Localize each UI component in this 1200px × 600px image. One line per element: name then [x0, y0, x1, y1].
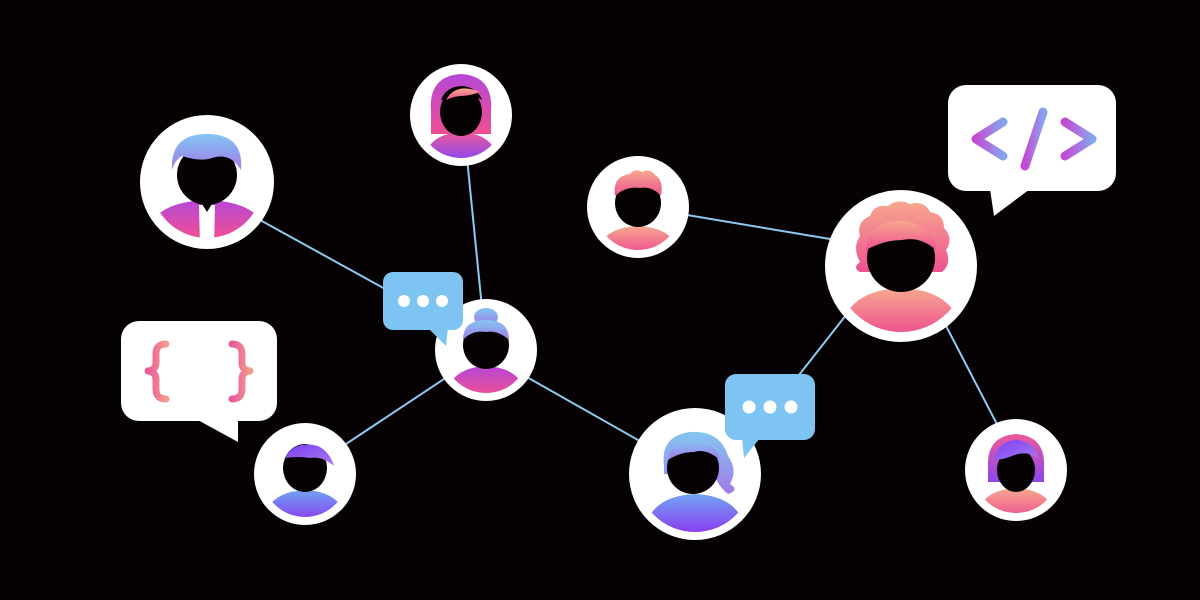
link-boy-coral-woman-curly — [680, 213, 837, 241]
avatar-boy-coral — [587, 156, 689, 258]
avatar-woman-wavy — [629, 408, 761, 540]
link-woman-bun-person-side-swoop — [339, 374, 451, 449]
avatar-man-tie — [140, 115, 274, 249]
ellipsis-icon — [398, 295, 448, 307]
chat-bubble-code — [948, 85, 1116, 216]
link-woman-long-hair-woman-bun — [466, 157, 483, 309]
avatar-person-side-swoop — [254, 423, 356, 525]
avatar-woman-bun — [435, 299, 537, 401]
link-woman-curly-girl-bob — [943, 321, 1001, 431]
curly-braces-icon — [144, 340, 254, 403]
avatar-woman-curly — [825, 190, 977, 342]
avatar-woman-long-hair — [410, 64, 512, 166]
link-woman-bun-woman-wavy — [524, 375, 646, 445]
chat-bubble-typing-1 — [383, 272, 463, 346]
chat-bubble-braces — [121, 321, 277, 442]
avatar-girl-bob — [965, 419, 1067, 521]
chat-bubble-typing-2 — [725, 374, 815, 458]
ellipsis-icon — [742, 400, 798, 414]
code-tag-icon — [971, 107, 1097, 171]
